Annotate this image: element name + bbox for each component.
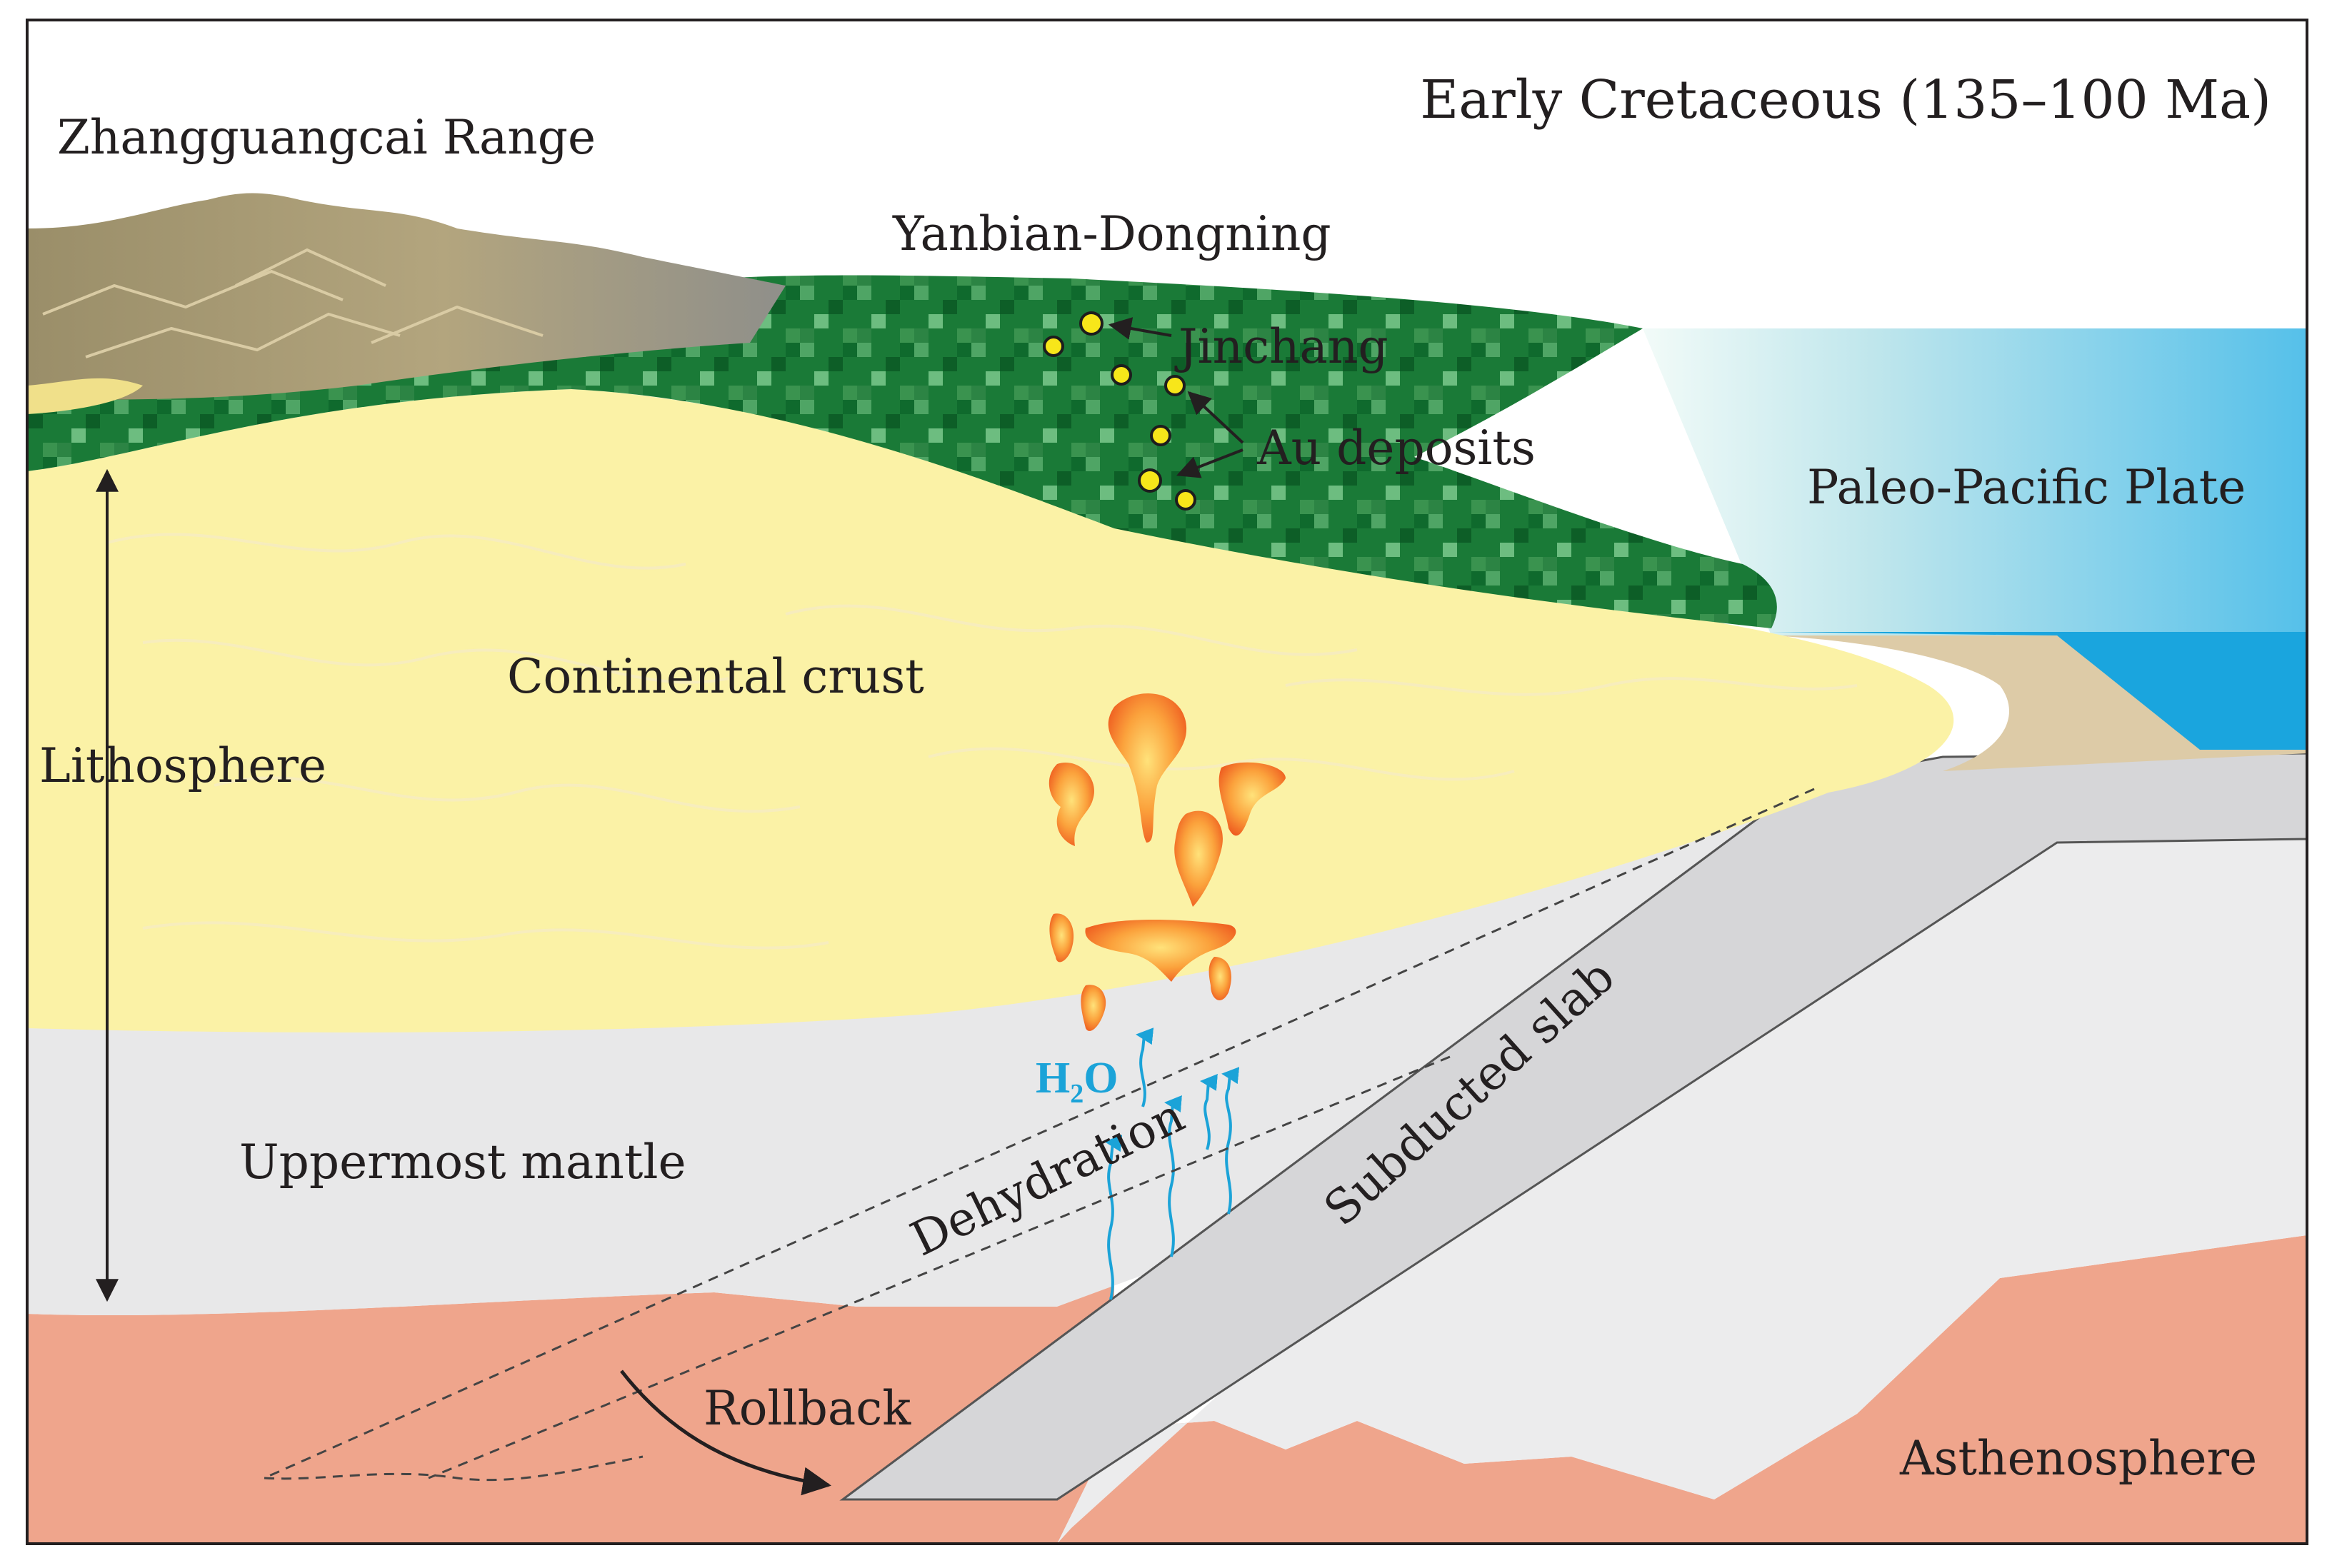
label-rollback: Rollback (704, 1381, 911, 1436)
rollback-arrow (620, 1370, 831, 1496)
magma-plumes (1049, 693, 1286, 1031)
zhangguangcai-range (27, 193, 786, 400)
label-lithosphere: Lithosphere (39, 738, 326, 793)
ocean-upper (1643, 328, 2307, 635)
foothill (27, 378, 143, 414)
label-range: Zhangguangcai Range (57, 110, 596, 165)
crust-texture (106, 533, 1858, 950)
label-au-deposits: Au deposits (1256, 421, 1536, 476)
deposit-pointers (1108, 317, 1244, 478)
frame-border (26, 19, 2308, 1545)
label-belt: Yanbian-Dongning (892, 206, 1331, 261)
label-mantle: Uppermost mantle (239, 1135, 686, 1190)
ocean-deep (1771, 632, 2307, 750)
previous-slab-outline (264, 788, 1815, 1482)
label-h2o: H2O (1036, 1054, 1118, 1109)
label-ocean-plate: Paleo-Pacific Plate (1807, 460, 2246, 515)
asthenosphere-right (1057, 1235, 2307, 1544)
asthenosphere-layer (27, 1285, 1114, 1544)
range-ridges (42, 248, 544, 358)
label-crust: Continental crust (507, 649, 924, 704)
au-deposit-dots (1043, 311, 1196, 511)
mantle-right (1057, 839, 2307, 1544)
label-jinchang: Jinchang (1174, 319, 1388, 374)
diagram-title: Early Cretaceous (135–100 Ma) (1420, 69, 2271, 131)
continental-crust (27, 389, 1954, 1032)
water-arrows (1104, 1027, 1240, 1300)
label-asthenosphere: Asthenosphere (1899, 1431, 2257, 1486)
sediment-wedge (1771, 635, 2307, 771)
